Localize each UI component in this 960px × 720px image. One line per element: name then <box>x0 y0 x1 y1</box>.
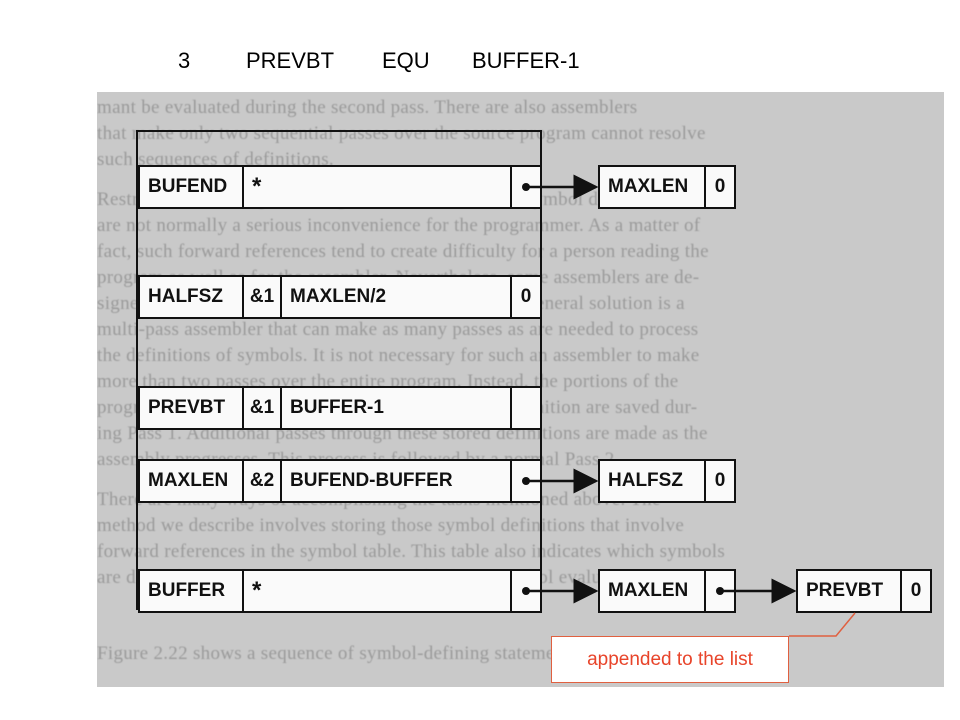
bleed-through-text: are not normally a serious inconvenience… <box>97 215 701 236</box>
null-pointer-cell: 0 <box>704 459 736 503</box>
expression-cell-halfsz: MAXLEN/2 <box>280 275 512 319</box>
value-cell-buffer: * <box>242 569 512 613</box>
pointer-cell-maxlen-node <box>704 569 736 613</box>
pointer-cell-buffer <box>510 569 542 613</box>
pointer-cell-prevbt <box>510 386 542 430</box>
pointer-cell-bufend <box>510 165 542 209</box>
expression-cell-maxlen: BUFEND-BUFFER <box>280 459 512 503</box>
null-pointer-cell: 0 <box>704 165 736 209</box>
dependency-node-halfsz: HALFSZ <box>598 459 706 503</box>
symbol-cell-maxlen: MAXLEN <box>138 459 244 503</box>
dependency-count-maxlen: &2 <box>242 459 282 503</box>
header-operand: BUFFER-1 <box>472 48 580 73</box>
symbol-cell-prevbt: PREVBT <box>138 386 244 430</box>
bleed-through-text: fact, such forward references tend to cr… <box>97 241 709 262</box>
appended-callout: appended to the list <box>551 636 789 683</box>
pointer-cell-maxlen <box>510 459 542 503</box>
bleed-through-text: such sequences of definitions. <box>97 149 334 170</box>
symbol-cell-buffer: BUFFER <box>138 569 244 613</box>
bleed-through-text: Figure 2.22 shows a sequence of symbol-d… <box>97 643 613 664</box>
dependency-count-halfsz: &1 <box>242 275 282 319</box>
bleed-through-text: method we describe involves storing thos… <box>97 515 685 536</box>
dependency-node-maxlen: MAXLEN <box>598 569 706 613</box>
symbol-cell-bufend: BUFEND <box>138 165 244 209</box>
dependency-node-maxlen: MAXLEN <box>598 165 706 209</box>
header-line-number: 3 <box>178 48 191 73</box>
value-cell-bufend: * <box>242 165 512 209</box>
expression-cell-prevbt: BUFFER-1 <box>280 386 512 430</box>
dependency-node-prevbt: PREVBT <box>796 569 902 613</box>
bleed-through-text: that make only two sequential passes ove… <box>97 123 706 144</box>
bleed-through-text: mant be evaluated during the second pass… <box>97 97 638 118</box>
bleed-through-text: forward references in the symbol table. … <box>97 541 726 562</box>
header-label: PREVBT <box>246 48 335 73</box>
null-pointer-cell: 0 <box>900 569 932 613</box>
null-pointer-cell: 0 <box>510 275 542 319</box>
symbol-cell-halfsz: HALFSZ <box>138 275 244 319</box>
bleed-through-text: the definitions of symbols. It is not ne… <box>97 345 700 366</box>
dependency-count-prevbt: &1 <box>242 386 282 430</box>
bleed-through-text: multi-pass assembler that can make as ma… <box>97 319 699 340</box>
header-opcode: EQU <box>382 48 430 73</box>
